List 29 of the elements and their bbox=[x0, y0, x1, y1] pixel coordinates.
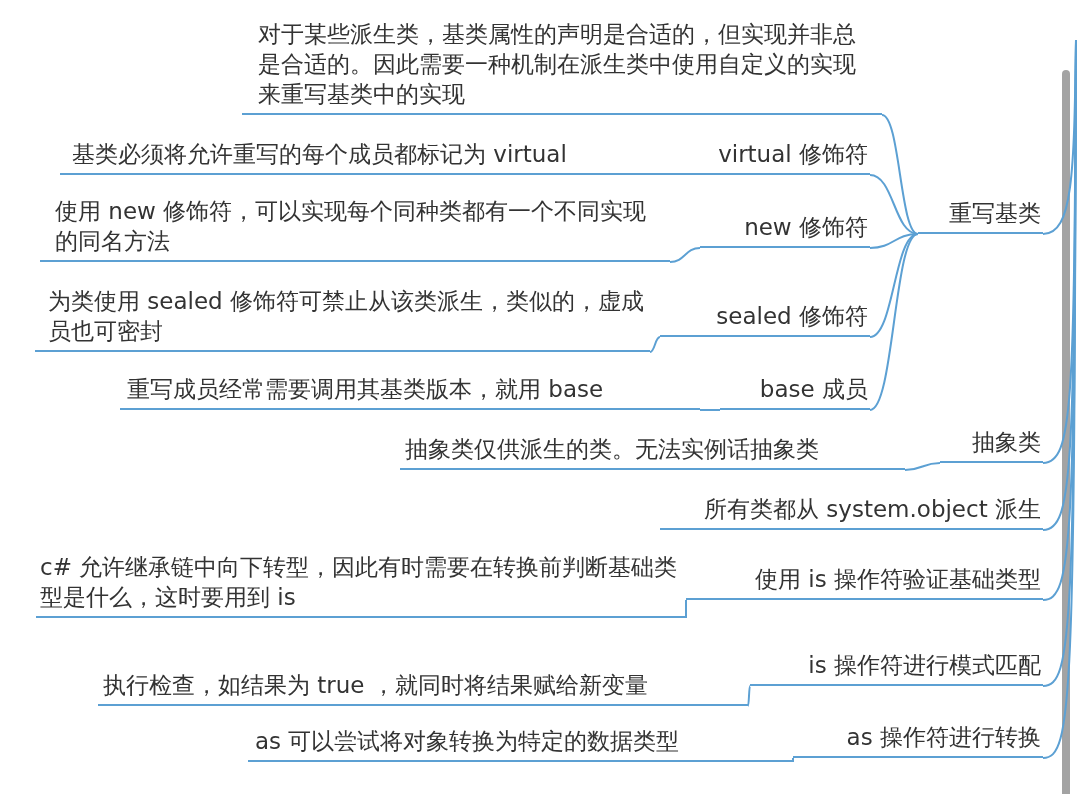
connector-line bbox=[869, 233, 919, 338]
node-text: 抽象类 bbox=[972, 428, 1041, 457]
node-text: base 成员 bbox=[759, 375, 868, 404]
connector-line bbox=[649, 336, 661, 353]
connector-line bbox=[881, 114, 919, 235]
node-text: new 修饰符 bbox=[744, 213, 868, 242]
connector-line bbox=[699, 409, 721, 411]
node-text: as 可以尝试将对象转换为特定的数据类型 bbox=[255, 727, 680, 756]
connector-line bbox=[792, 757, 794, 763]
node-text: 为类使用 sealed 修饰符可禁止从该类派生，类似的，虚成员也可密封 bbox=[48, 287, 644, 346]
node-text: 抽象类仅供派生的类。无法实例话抽象类 bbox=[405, 435, 819, 464]
node-text: is 操作符进行模式匹配 bbox=[808, 651, 1041, 680]
connector-line bbox=[685, 599, 687, 619]
node-text: 重写成员经常需要调用其基类版本，就用 base bbox=[127, 375, 604, 404]
node-text: 重写基类 bbox=[949, 199, 1041, 228]
node-text: virtual 修饰符 bbox=[718, 140, 868, 169]
node-text: 所有类都从 system.object 派生 bbox=[704, 495, 1041, 524]
node-text: 对于某些派生类，基类属性的声明是合适的，但实现并非总是合适的。因此需要一种机制在派生类中使用自定义的实现来重写基类中的实现 bbox=[258, 20, 857, 109]
connector-line bbox=[869, 233, 919, 411]
node-text: 使用 is 操作符验证基础类型 bbox=[755, 565, 1041, 594]
connector-line bbox=[669, 247, 701, 263]
node-text: 基类必须将允许重写的每个成员都标记为 virtual bbox=[72, 140, 567, 169]
node-text: 使用 new 修饰符，可以实现每个同种类都有一个不同实现的同名方法 bbox=[55, 197, 648, 256]
node-text: sealed 修饰符 bbox=[716, 302, 868, 331]
node-text: as 操作符进行转换 bbox=[846, 723, 1041, 752]
node-text: 执行检查，如结果为 true ，就同时将结果赋给新变量 bbox=[103, 671, 648, 700]
connector-line bbox=[747, 685, 751, 707]
node-text: c# 允许继承链中向下转型，因此有时需要在转换前判断基础类型是什么，这时要用到 is bbox=[40, 553, 679, 612]
connector-line bbox=[904, 462, 941, 471]
